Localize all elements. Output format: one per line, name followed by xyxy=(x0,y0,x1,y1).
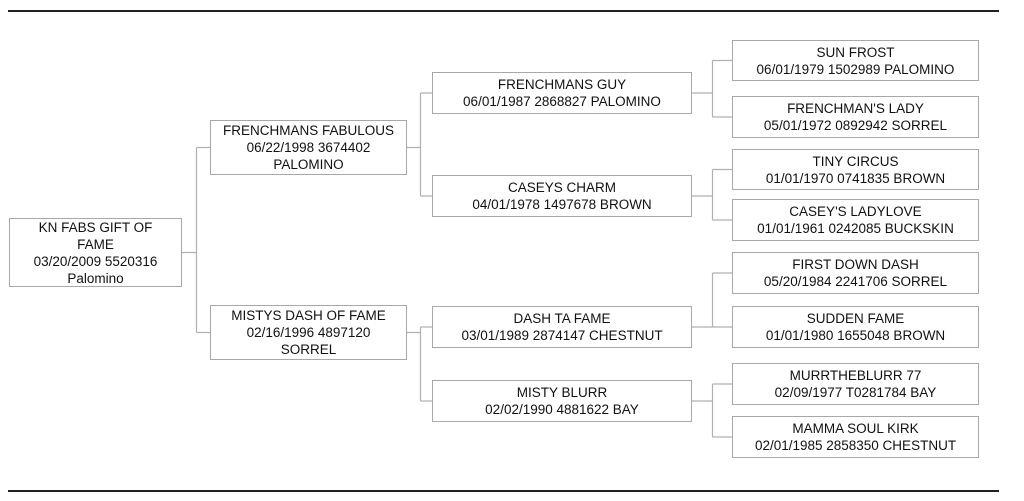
horse-dam-dam: MISTY BLURR 02/02/1990 4881622 BAY xyxy=(432,380,692,422)
connector-sire xyxy=(407,92,432,197)
dsd-details: 01/01/1980 1655048 BROWN xyxy=(765,328,946,343)
top-rule xyxy=(8,10,999,12)
dam-sire-details: 03/01/1989 2874147 CHESTNUT xyxy=(461,328,663,343)
subject-name-line-2: FAME xyxy=(77,236,114,252)
horse-dam-sire-dam: SUDDEN FAME 01/01/1980 1655048 BROWN xyxy=(732,306,979,348)
dam-sire-name: DASH TA FAME xyxy=(513,311,611,326)
dsd-name: SUDDEN FAME xyxy=(806,311,905,326)
sire-sire-name: FRENCHMANS GUY xyxy=(497,77,627,92)
horse-subject: KN FABS GIFT OF FAME 03/20/2009 5520316 … xyxy=(9,218,182,287)
sire-name: FRENCHMANS FABULOUS xyxy=(222,123,395,138)
sss-name: SUN FROST xyxy=(816,44,895,60)
horse-dam: MISTYS DASH OF FAME 02/16/1996 4897120 S… xyxy=(210,305,407,360)
connector-subject xyxy=(182,146,210,334)
connector-dam xyxy=(407,326,432,402)
sire-dam-details: 04/01/1978 1497678 BROWN xyxy=(472,197,652,212)
horse-sire-dam: CASEYS CHARM 04/01/1978 1497678 BROWN xyxy=(432,175,692,217)
dss-details: 05/20/1984 2241706 SORREL xyxy=(763,274,948,289)
sds-name: TINY CIRCUS xyxy=(812,153,899,169)
dam-registration: 02/16/1996 4897120 xyxy=(246,325,371,340)
dam-name: MISTYS DASH OF FAME xyxy=(231,308,386,323)
sire-color: PALOMINO xyxy=(273,157,344,172)
sire-registration: 06/22/1998 3674402 xyxy=(246,140,371,155)
dam-dam-details: 02/02/1990 4881622 BAY xyxy=(485,402,639,417)
horse-sire-dam-dam: CASEY'S LADYLOVE 01/01/1961 0242085 BUCK… xyxy=(732,199,979,241)
sds-details: 01/01/1970 0741835 BROWN xyxy=(765,170,946,186)
dss-name: FIRST DOWN DASH xyxy=(792,257,919,272)
dam-color: SORREL xyxy=(280,342,337,357)
horse-sire-sire-dam: FRENCHMAN'S LADY 05/01/1972 0892942 SORR… xyxy=(732,96,979,138)
connector-dam-sire xyxy=(692,272,732,328)
sss-details: 06/01/1979 1502989 PALOMINO xyxy=(756,61,955,77)
subject-color: Palomino xyxy=(67,270,124,286)
ddd-name: MAMMA SOUL KIRK xyxy=(792,421,919,436)
sire-sire-details: 06/01/1987 2868827 PALOMINO xyxy=(463,94,661,109)
sire-dam-name: CASEYS CHARM xyxy=(507,180,617,195)
subject-registration: 03/20/2009 5520316 xyxy=(33,253,158,269)
horse-sire-sire: FRENCHMANS GUY 06/01/1987 2868827 PALOMI… xyxy=(432,72,692,114)
horse-sire: FRENCHMANS FABULOUS 06/22/1998 3674402 P… xyxy=(210,120,407,175)
horse-sire-sire-sire: SUN FROST 06/01/1979 1502989 PALOMINO xyxy=(732,40,979,81)
ssd-name: FRENCHMAN'S LADY xyxy=(787,101,924,116)
connector-sire-sire xyxy=(692,59,732,118)
ssd-details: 05/01/1972 0892942 SORREL xyxy=(763,118,948,133)
dam-dam-name: MISTY BLURR xyxy=(516,385,608,400)
sdd-details: 01/01/1961 0242085 BUCKSKIN xyxy=(757,221,954,236)
horse-dam-dam-sire: MURRTHEBLURR 77 02/09/1977 T0281784 BAY xyxy=(732,363,979,405)
dds-name: MURRTHEBLURR 77 xyxy=(789,368,922,383)
horse-dam-dam-dam: MAMMA SOUL KIRK 02/01/1985 2858350 CHEST… xyxy=(732,416,979,458)
connector-sire-dam xyxy=(692,168,732,221)
ddd-details: 02/01/1985 2858350 CHESTNUT xyxy=(754,438,957,453)
horse-dam-sire-sire: FIRST DOWN DASH 05/20/1984 2241706 SORRE… xyxy=(732,252,979,294)
dds-details: 02/09/1977 T0281784 BAY xyxy=(774,385,937,400)
horse-sire-dam-sire: TINY CIRCUS 01/01/1970 0741835 BROWN xyxy=(732,149,979,190)
sdd-name: CASEY'S LADYLOVE xyxy=(789,204,922,219)
bottom-rule xyxy=(8,490,999,492)
connector-dam-dam xyxy=(692,383,732,438)
subject-name-line-1: KN FABS GIFT OF xyxy=(38,219,153,235)
horse-dam-sire: DASH TA FAME 03/01/1989 2874147 CHESTNUT xyxy=(432,306,692,348)
